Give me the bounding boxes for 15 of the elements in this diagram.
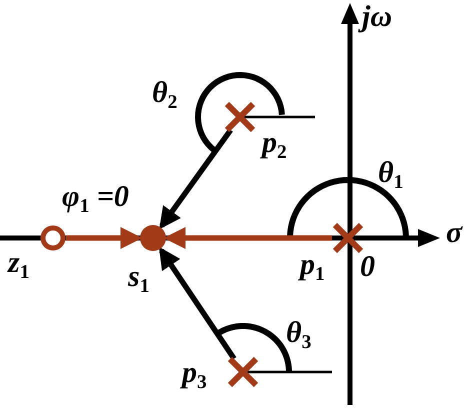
axis-or-angle-label: θ$_{3}$	[286, 318, 312, 348]
point-label: p$_{1}$	[300, 250, 325, 280]
arrow	[164, 227, 332, 249]
point-label: s$_{1}$	[128, 262, 150, 292]
arrow	[66, 227, 142, 249]
axis-or-angle-label: σ	[446, 218, 462, 248]
axis-or-angle-label: 0	[360, 252, 375, 282]
axis-or-angle-label: φ$_{1}$ =0	[62, 182, 129, 212]
axis-or-angle-label: θ$_{1}$	[378, 158, 404, 188]
axis-or-angle-label: θ$_{2}$	[152, 78, 178, 108]
point-label: p$_{2}$	[262, 128, 287, 158]
arrow	[159, 128, 233, 230]
point-label: p$_{3}$	[182, 358, 207, 388]
point-label: z$_{1}$	[8, 248, 30, 278]
arrow	[158, 246, 236, 360]
